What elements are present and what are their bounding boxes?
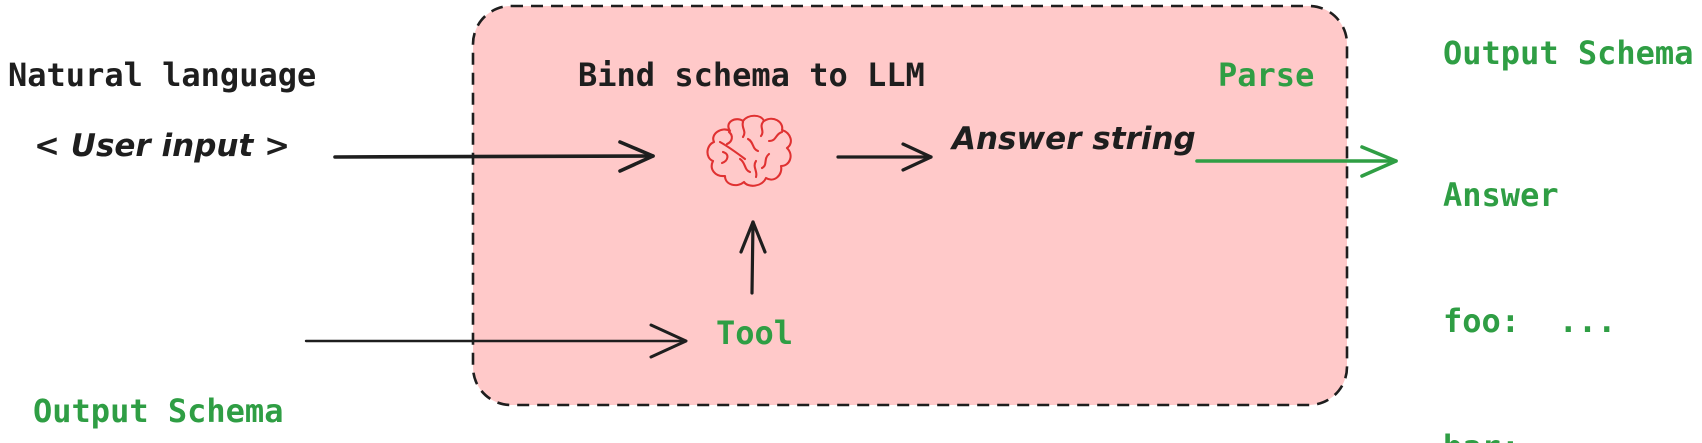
natural-language-label: Natural language (8, 56, 317, 94)
tool-to-llm-arrow (739, 220, 767, 295)
brain-icon (706, 114, 792, 187)
input-schema-title: Output Schema (33, 392, 284, 430)
schema-to-tool-arrow (304, 323, 688, 359)
answer-string-label: Answer string (952, 121, 1196, 157)
answer-string-to-output-arrow (1195, 145, 1398, 178)
llm-to-answer-string-arrow (836, 142, 933, 172)
parsed-output: Answer foo: ... bar: ... (1443, 90, 1616, 443)
llm-box (471, 4, 1349, 407)
tool-label: Tool (716, 314, 794, 352)
parse-label: Parse (1218, 56, 1315, 94)
user-input-to-llm-arrow (333, 140, 655, 173)
box-title: Bind schema to LLM (578, 56, 925, 94)
parsed-answer-label: Answer (1443, 176, 1559, 214)
output-schema-title: Output Schema (1443, 34, 1694, 72)
user-input-label: < User input > (34, 128, 291, 164)
input-output-schema: Output Schema foo: ... bar: ... (33, 306, 283, 443)
parsed-line-bar: bar: ... (1443, 426, 1616, 443)
parsed-line-foo: foo: ... (1443, 302, 1617, 340)
